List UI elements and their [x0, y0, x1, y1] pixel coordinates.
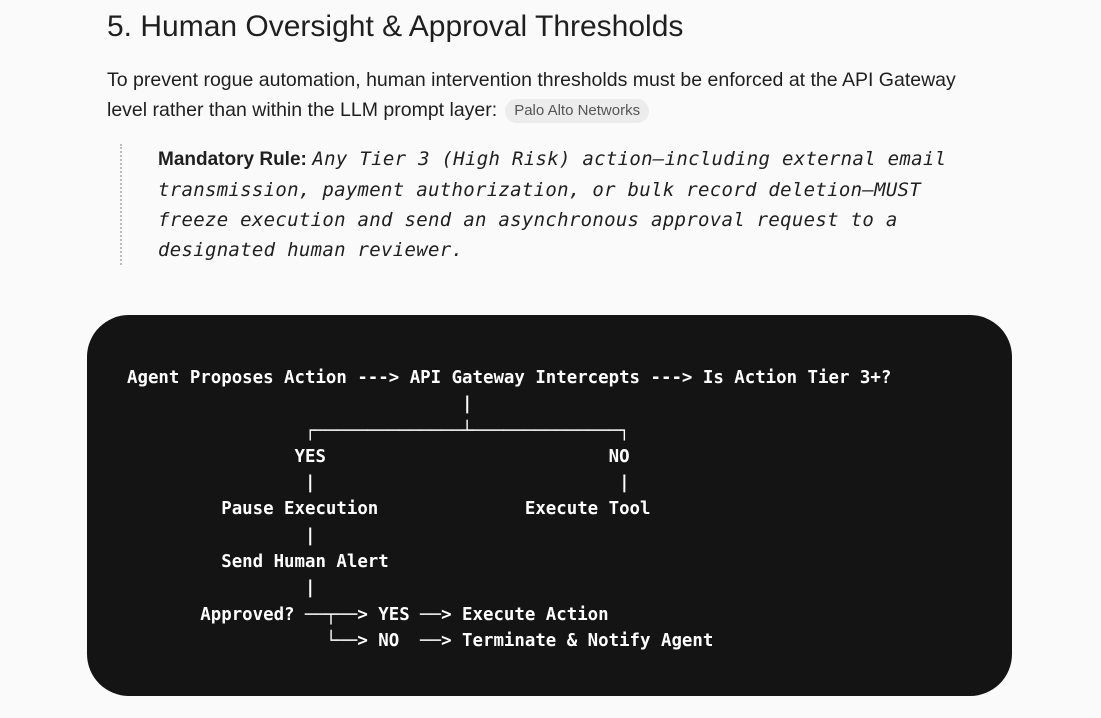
mandatory-rule-quote: Mandatory Rule: Any Tier 3 (High Risk) a… [120, 144, 980, 265]
rule-text: Any Tier 3 (High Risk) action—including … [158, 148, 947, 261]
intro-paragraph: To prevent rogue automation, human inter… [107, 65, 967, 125]
source-chip[interactable]: Palo Alto Networks [505, 99, 650, 123]
rule-label: Mandatory Rule: [158, 149, 307, 170]
diagram-code: Agent Proposes Action ---> API Gateway I… [127, 368, 892, 651]
section-title: 5. Human Oversight & Approval Thresholds [107, 10, 684, 43]
approval-flow-diagram: Agent Proposes Action ---> API Gateway I… [87, 315, 1012, 696]
intro-text: To prevent rogue automation, human inter… [107, 69, 956, 121]
